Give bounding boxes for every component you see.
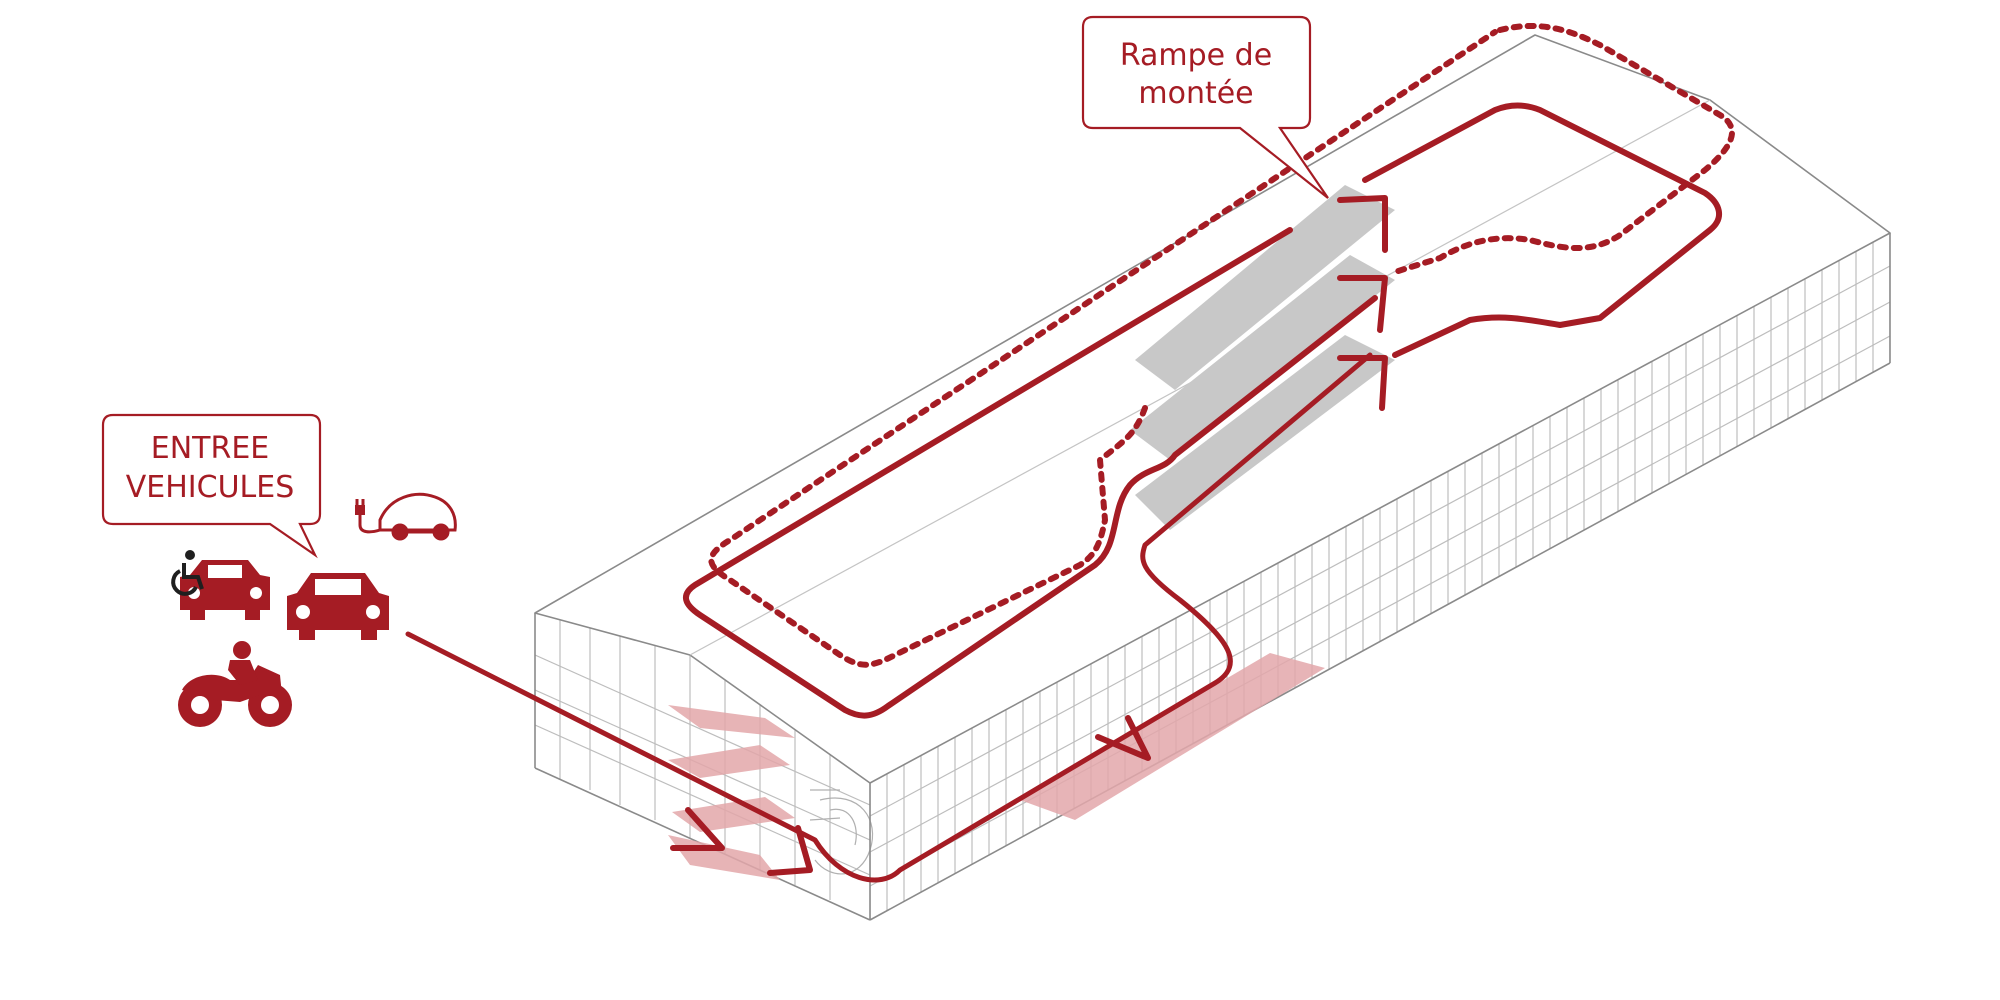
dotted-loop bbox=[708, 22, 1735, 668]
ramp-2 bbox=[1130, 255, 1395, 460]
electric-car-icon bbox=[355, 492, 457, 541]
entry-callout: ENTREE VEHICULES bbox=[101, 413, 322, 559]
car-icon bbox=[287, 573, 389, 640]
ramps bbox=[1130, 185, 1395, 530]
arrow-ground bbox=[1095, 715, 1151, 761]
ramp-1 bbox=[1135, 185, 1395, 390]
arrowheads bbox=[670, 195, 1388, 876]
ramp-3 bbox=[1135, 335, 1395, 530]
upper-loop bbox=[683, 227, 1378, 719]
arrow-entry-1 bbox=[670, 807, 725, 851]
arrow-ramp-3 bbox=[1337, 355, 1388, 411]
vehicle-icons bbox=[171, 492, 457, 727]
ground-zone bbox=[1020, 653, 1325, 820]
entry-zone-2 bbox=[668, 745, 790, 778]
ramp-callout-bubble bbox=[1081, 15, 1329, 199]
arrow-ramp-1 bbox=[1337, 195, 1388, 253]
entry-zone-4 bbox=[668, 835, 780, 880]
entry-callout-line2: VEHICULES bbox=[126, 470, 295, 505]
entry-zone-1 bbox=[668, 705, 795, 738]
building-outline bbox=[534, 34, 1891, 921]
arrow-entry-2 bbox=[767, 825, 813, 876]
entry-callout-bubble bbox=[101, 413, 322, 559]
ramp-callout: Rampe de montée bbox=[1081, 15, 1329, 199]
entry-zones bbox=[668, 653, 1325, 880]
long-facade-glazing bbox=[870, 233, 1890, 920]
arrow-ramp-2 bbox=[1337, 275, 1388, 333]
ramp-callout-line1: Rampe de bbox=[1120, 38, 1272, 73]
entry-path bbox=[405, 352, 1373, 883]
circulation-paths bbox=[405, 22, 1735, 883]
motorcycle-icon bbox=[178, 641, 292, 727]
upper-loop-return bbox=[1362, 102, 1722, 358]
ramp-callout-line2: montée bbox=[1138, 76, 1253, 111]
entry-callout-line1: ENTREE bbox=[151, 431, 269, 466]
accessible-car-icon bbox=[171, 550, 270, 620]
